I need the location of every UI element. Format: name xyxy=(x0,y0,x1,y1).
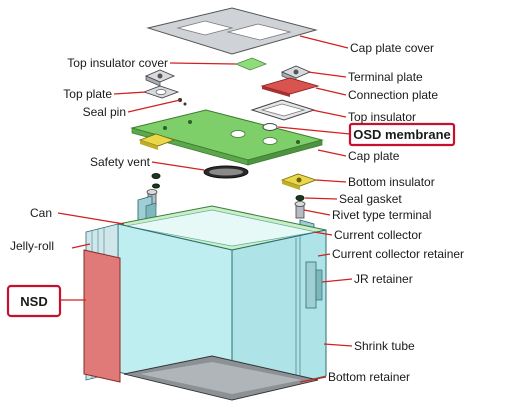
leader-safety-vent xyxy=(151,161,205,171)
label-top-insulator-cover: Top insulator cover xyxy=(67,56,168,70)
seal-gasket-right-part xyxy=(295,195,305,201)
top-insulator-part xyxy=(250,99,316,121)
rivet-terminal-right-part xyxy=(294,201,306,219)
label-can: Can xyxy=(30,206,52,220)
jr-retainer-part xyxy=(305,261,323,309)
leader-cap-plate xyxy=(317,149,347,157)
leader-lines xyxy=(57,35,353,383)
safety-vent-part xyxy=(203,165,249,179)
leader-jr-retainer xyxy=(321,278,353,283)
leader-current-collector-retainer xyxy=(317,253,331,257)
connection-plate-part xyxy=(260,77,320,97)
label-bottom-retainer: Bottom retainer xyxy=(328,370,410,384)
leader-rivet-terminal xyxy=(303,209,331,216)
leader-terminal-plate xyxy=(307,71,347,78)
leader-can xyxy=(57,212,125,225)
leader-top-insulator-cover xyxy=(169,62,237,65)
nsd-part xyxy=(83,249,121,383)
label-terminal-plate: Terminal plate xyxy=(348,70,423,84)
label-osd-membrane: OSD membrane xyxy=(353,127,451,142)
leader-bottom-retainer xyxy=(299,376,327,383)
cap-plate-cover-part xyxy=(146,7,318,55)
label-rivet-type-terminal: Rivet type terminal xyxy=(332,208,431,222)
seal-pin-part xyxy=(178,98,187,106)
leader-seal-gasket xyxy=(304,197,338,200)
label-current-collector-retainer: Current collector retainer xyxy=(332,247,464,261)
osd-membrane-part xyxy=(262,123,278,131)
can-part xyxy=(117,205,327,399)
label-cap-plate: Cap plate xyxy=(348,149,400,163)
leader-seal-pin xyxy=(127,99,181,113)
label-jelly-roll: Jelly-roll xyxy=(10,239,54,253)
label-jr-retainer: JR retainer xyxy=(354,272,413,286)
terminal-plate-left-part xyxy=(144,69,176,87)
label-seal-pin: Seal pin xyxy=(83,105,126,119)
osd-membrane-callout-box xyxy=(348,122,456,147)
label-seal-gasket: Seal gasket xyxy=(339,192,402,206)
bottom-insulator-left-part xyxy=(138,133,176,150)
label-top-plate: Top plate xyxy=(63,87,112,101)
top-plate-part xyxy=(142,85,180,99)
leader-top-plate xyxy=(113,91,147,95)
label-cap-plate-cover: Cap plate cover xyxy=(350,41,434,55)
leader-jelly-roll xyxy=(71,243,91,249)
label-bottom-insulator: Bottom insulator xyxy=(348,175,435,189)
leader-osd-membrane xyxy=(277,126,351,135)
label-shrink-tube: Shrink tube xyxy=(354,339,415,353)
seal-gasket-left-part xyxy=(151,173,161,189)
leader-top-insulator xyxy=(311,109,347,118)
nsd-callout-box xyxy=(6,284,62,318)
leader-current-collector xyxy=(313,231,333,236)
label-nsd: NSD xyxy=(20,294,47,309)
label-safety-vent: Safety vent xyxy=(90,155,151,169)
top-insulator-cover-part xyxy=(234,57,268,71)
leader-connection-plate xyxy=(315,87,347,96)
label-connection-plate: Connection plate xyxy=(348,88,438,102)
bottom-insulator-right-part xyxy=(280,173,318,190)
label-current-collector: Current collector xyxy=(334,228,422,242)
leader-bottom-insulator xyxy=(315,179,347,183)
label-top-insulator: Top insulator xyxy=(348,110,416,124)
leader-cap-plate-cover xyxy=(299,35,349,49)
leader-shrink-tube xyxy=(323,343,353,347)
bottom-retainer-part xyxy=(123,355,319,401)
